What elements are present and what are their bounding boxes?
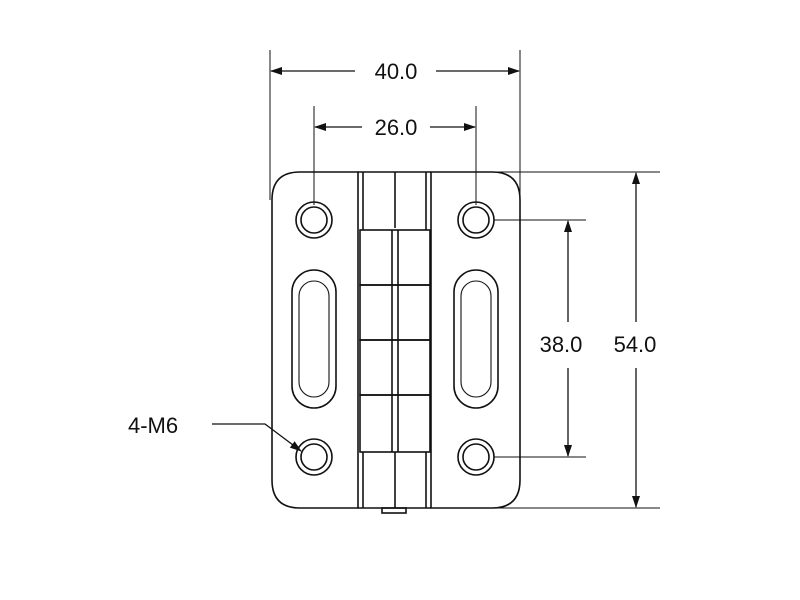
extension-lines [269,50,660,509]
right-leaf-plate [430,171,521,509]
dim-hole-spacing-horizontal-label: 26.0 [375,115,418,140]
mounting-hole-bottom-left [295,438,333,476]
left-slot-inner [298,280,330,398]
right-slot [453,269,499,409]
mounting-hole-top-right [457,201,495,239]
hinge-knuckle [358,171,431,514]
left-slot [291,269,337,409]
callout-leader [212,423,302,452]
mounting-hole-top-left [295,201,333,239]
right-slot-inner [460,280,492,398]
hole-callout-label: 4-M6 [128,413,178,438]
dim-overall-width-label: 40.0 [375,59,418,84]
mounting-hole-bottom-right [457,438,495,476]
dim-hole-spacing-vertical-label: 38.0 [540,332,583,357]
dimension-lines [212,67,640,508]
left-leaf-plate [271,171,359,509]
dim-overall-height-label: 54.0 [614,332,657,357]
